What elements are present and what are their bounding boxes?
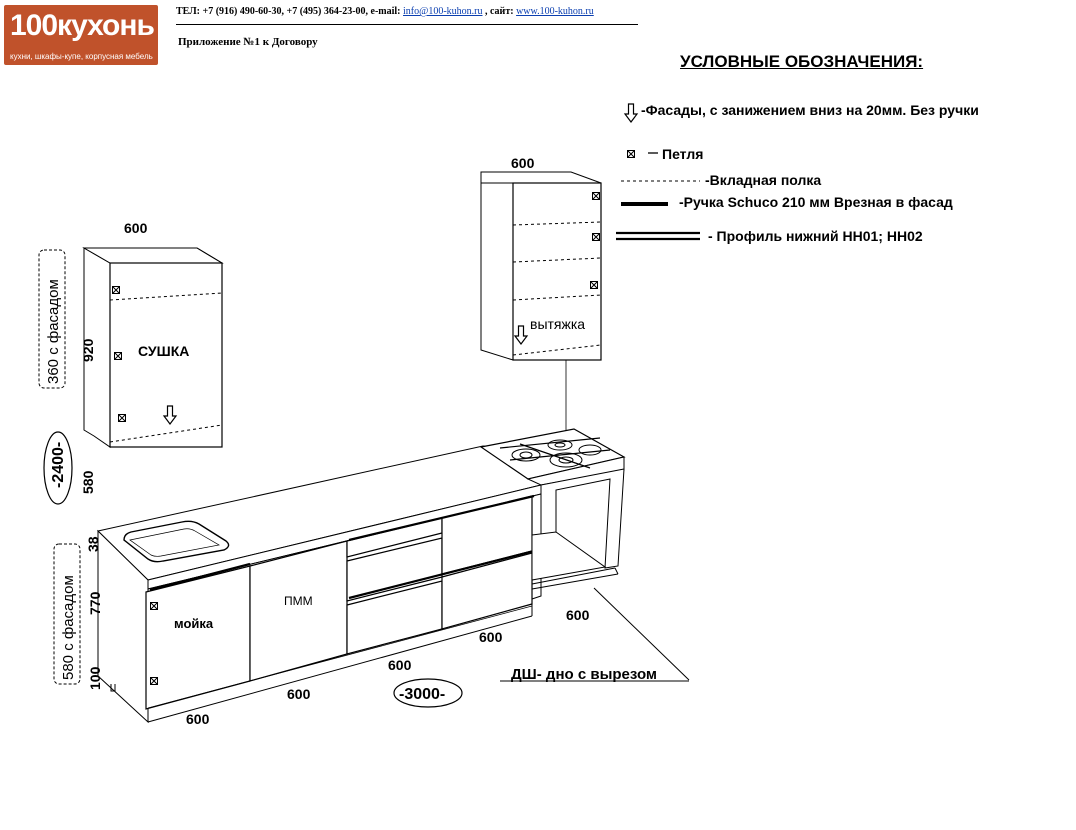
legend-profile-line (616, 231, 700, 241)
bottom-note: ДШ- дно с вырезом (511, 666, 657, 683)
total-height-oval (43, 431, 73, 505)
bottom-note-leader (593, 587, 690, 681)
dim-left-upper-box (38, 249, 66, 389)
legend-handle: -Ручка Schuco 210 мм Врезная в фасад (679, 194, 953, 210)
hob (479, 428, 626, 486)
oven-niche (531, 468, 625, 590)
company-logo: 100кухонь кухни, шкафы-купе, корпусная м… (4, 5, 158, 65)
sink-label: мойка (174, 616, 214, 631)
email-link[interactable]: info@100-kuhon.ru (403, 6, 483, 17)
logo-text: 100кухонь (10, 9, 155, 42)
sink (123, 520, 230, 563)
total-length-label: -3000- (399, 686, 445, 703)
legend-facade-down: -Фасады, с занижением вниз на 20мм. Без … (641, 102, 979, 118)
total-length-oval (393, 678, 463, 708)
upper-facade-note: 360 с фасадом (45, 279, 62, 384)
lower-facade-note: 580 с фасадом (60, 575, 77, 680)
legend-shelf: -Вкладная полка (705, 172, 822, 188)
wall-cabinet-right (480, 171, 602, 440)
dim-left-lower-box (53, 543, 81, 685)
header-divider (176, 24, 638, 25)
legend-hinge: Петля (662, 146, 704, 162)
right-cabinet-width: 600 (511, 155, 535, 171)
dim-38: 38 (85, 536, 101, 552)
dim-920: 920 (80, 338, 96, 362)
hood-label: вытяжка (530, 316, 585, 332)
legend-hinge-icon (627, 150, 635, 158)
left-cabinet-width: 600 (124, 220, 148, 236)
bottom-width-2: 600 (287, 686, 311, 702)
bottom-width-4: 600 (479, 629, 503, 645)
dim-580: 580 (80, 470, 96, 494)
legend-title: УСЛОВНЫЕ ОБОЗНАЧЕНИЯ: (680, 52, 924, 71)
total-height-label: -2400- (50, 442, 67, 488)
logo-subtitle: кухни, шкафы-купе, корпусная мебель (10, 52, 153, 61)
bottom-width-1: 600 (186, 711, 210, 727)
sink-door (145, 562, 251, 710)
site-link[interactable]: www.100-kuhon.ru (516, 6, 594, 17)
legend-facade-arrow-icon (624, 103, 638, 123)
dim-100: 100 (87, 666, 103, 690)
bottom-width-5: 600 (566, 607, 590, 623)
dishwasher-label: ПММ (284, 594, 313, 608)
dim-770: 770 (87, 591, 103, 615)
site-prefix: , сайт: (482, 6, 517, 17)
contacts-line: ТЕЛ: +7 (916) 490-60-30, +7 (495) 364-23… (176, 6, 594, 17)
dryer-label: СУШКА (138, 343, 189, 359)
contacts-prefix: ТЕЛ: +7 (916) 490-60-30, +7 (495) 364-23… (176, 6, 404, 17)
legend-profile: - Профиль нижний НН01; НН02 (708, 228, 923, 244)
appendix-title: Приложение №1 к Договору (178, 36, 318, 48)
bottom-width-3: 600 (388, 657, 412, 673)
drawers-block (346, 494, 535, 655)
dishwasher-door (249, 540, 348, 682)
